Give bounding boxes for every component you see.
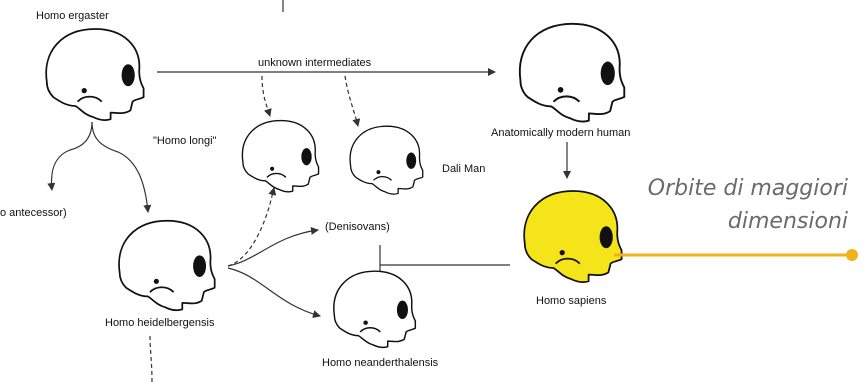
arrow-unknown-to-longi	[262, 76, 270, 116]
label-unknown-intermediates: unknown intermediates	[258, 57, 372, 69]
label-homo-sapiens: Homo sapiens	[536, 295, 607, 307]
skull-ergaster	[46, 29, 143, 120]
label-homo-neanderthalensis: Homo neanderthalensis	[322, 357, 439, 369]
arrow-to-heidelbergensis	[92, 122, 148, 212]
arrow-to-neanderthalensis	[228, 268, 320, 316]
label-homo-heidelbergensis: Homo heidelbergensis	[105, 317, 215, 329]
dashed-down-line	[150, 336, 152, 382]
label-anatomically-modern-human: Anatomically modern human	[491, 127, 630, 139]
skull-neanderthalensis	[334, 271, 415, 347]
label-homo-longi: "Homo longi"	[153, 135, 217, 147]
label-dali-man: Dali Man	[442, 163, 485, 175]
skull-modern-human	[520, 24, 624, 122]
arrow-to-longi-dashed	[228, 188, 274, 266]
label-homo-ergaster: Homo ergaster	[36, 10, 109, 22]
annotation-line-1: Orbite di maggiori	[648, 176, 848, 201]
arrow-unknown-to-dali	[345, 76, 358, 126]
arrow-to-antecessor	[52, 122, 92, 190]
skull-longi	[242, 121, 318, 192]
skull-dali	[350, 126, 423, 194]
skull-heidelbergensis	[119, 221, 215, 310]
label-denisovans: (Denisovans)	[325, 221, 390, 233]
label-antecessor: o antecessor)	[0, 207, 67, 219]
annotation-line-2: dimensioni	[728, 209, 848, 234]
skull-sapiens-highlighted	[524, 191, 621, 282]
callout-dot	[846, 249, 858, 261]
arrow-to-denisovans	[228, 230, 318, 266]
